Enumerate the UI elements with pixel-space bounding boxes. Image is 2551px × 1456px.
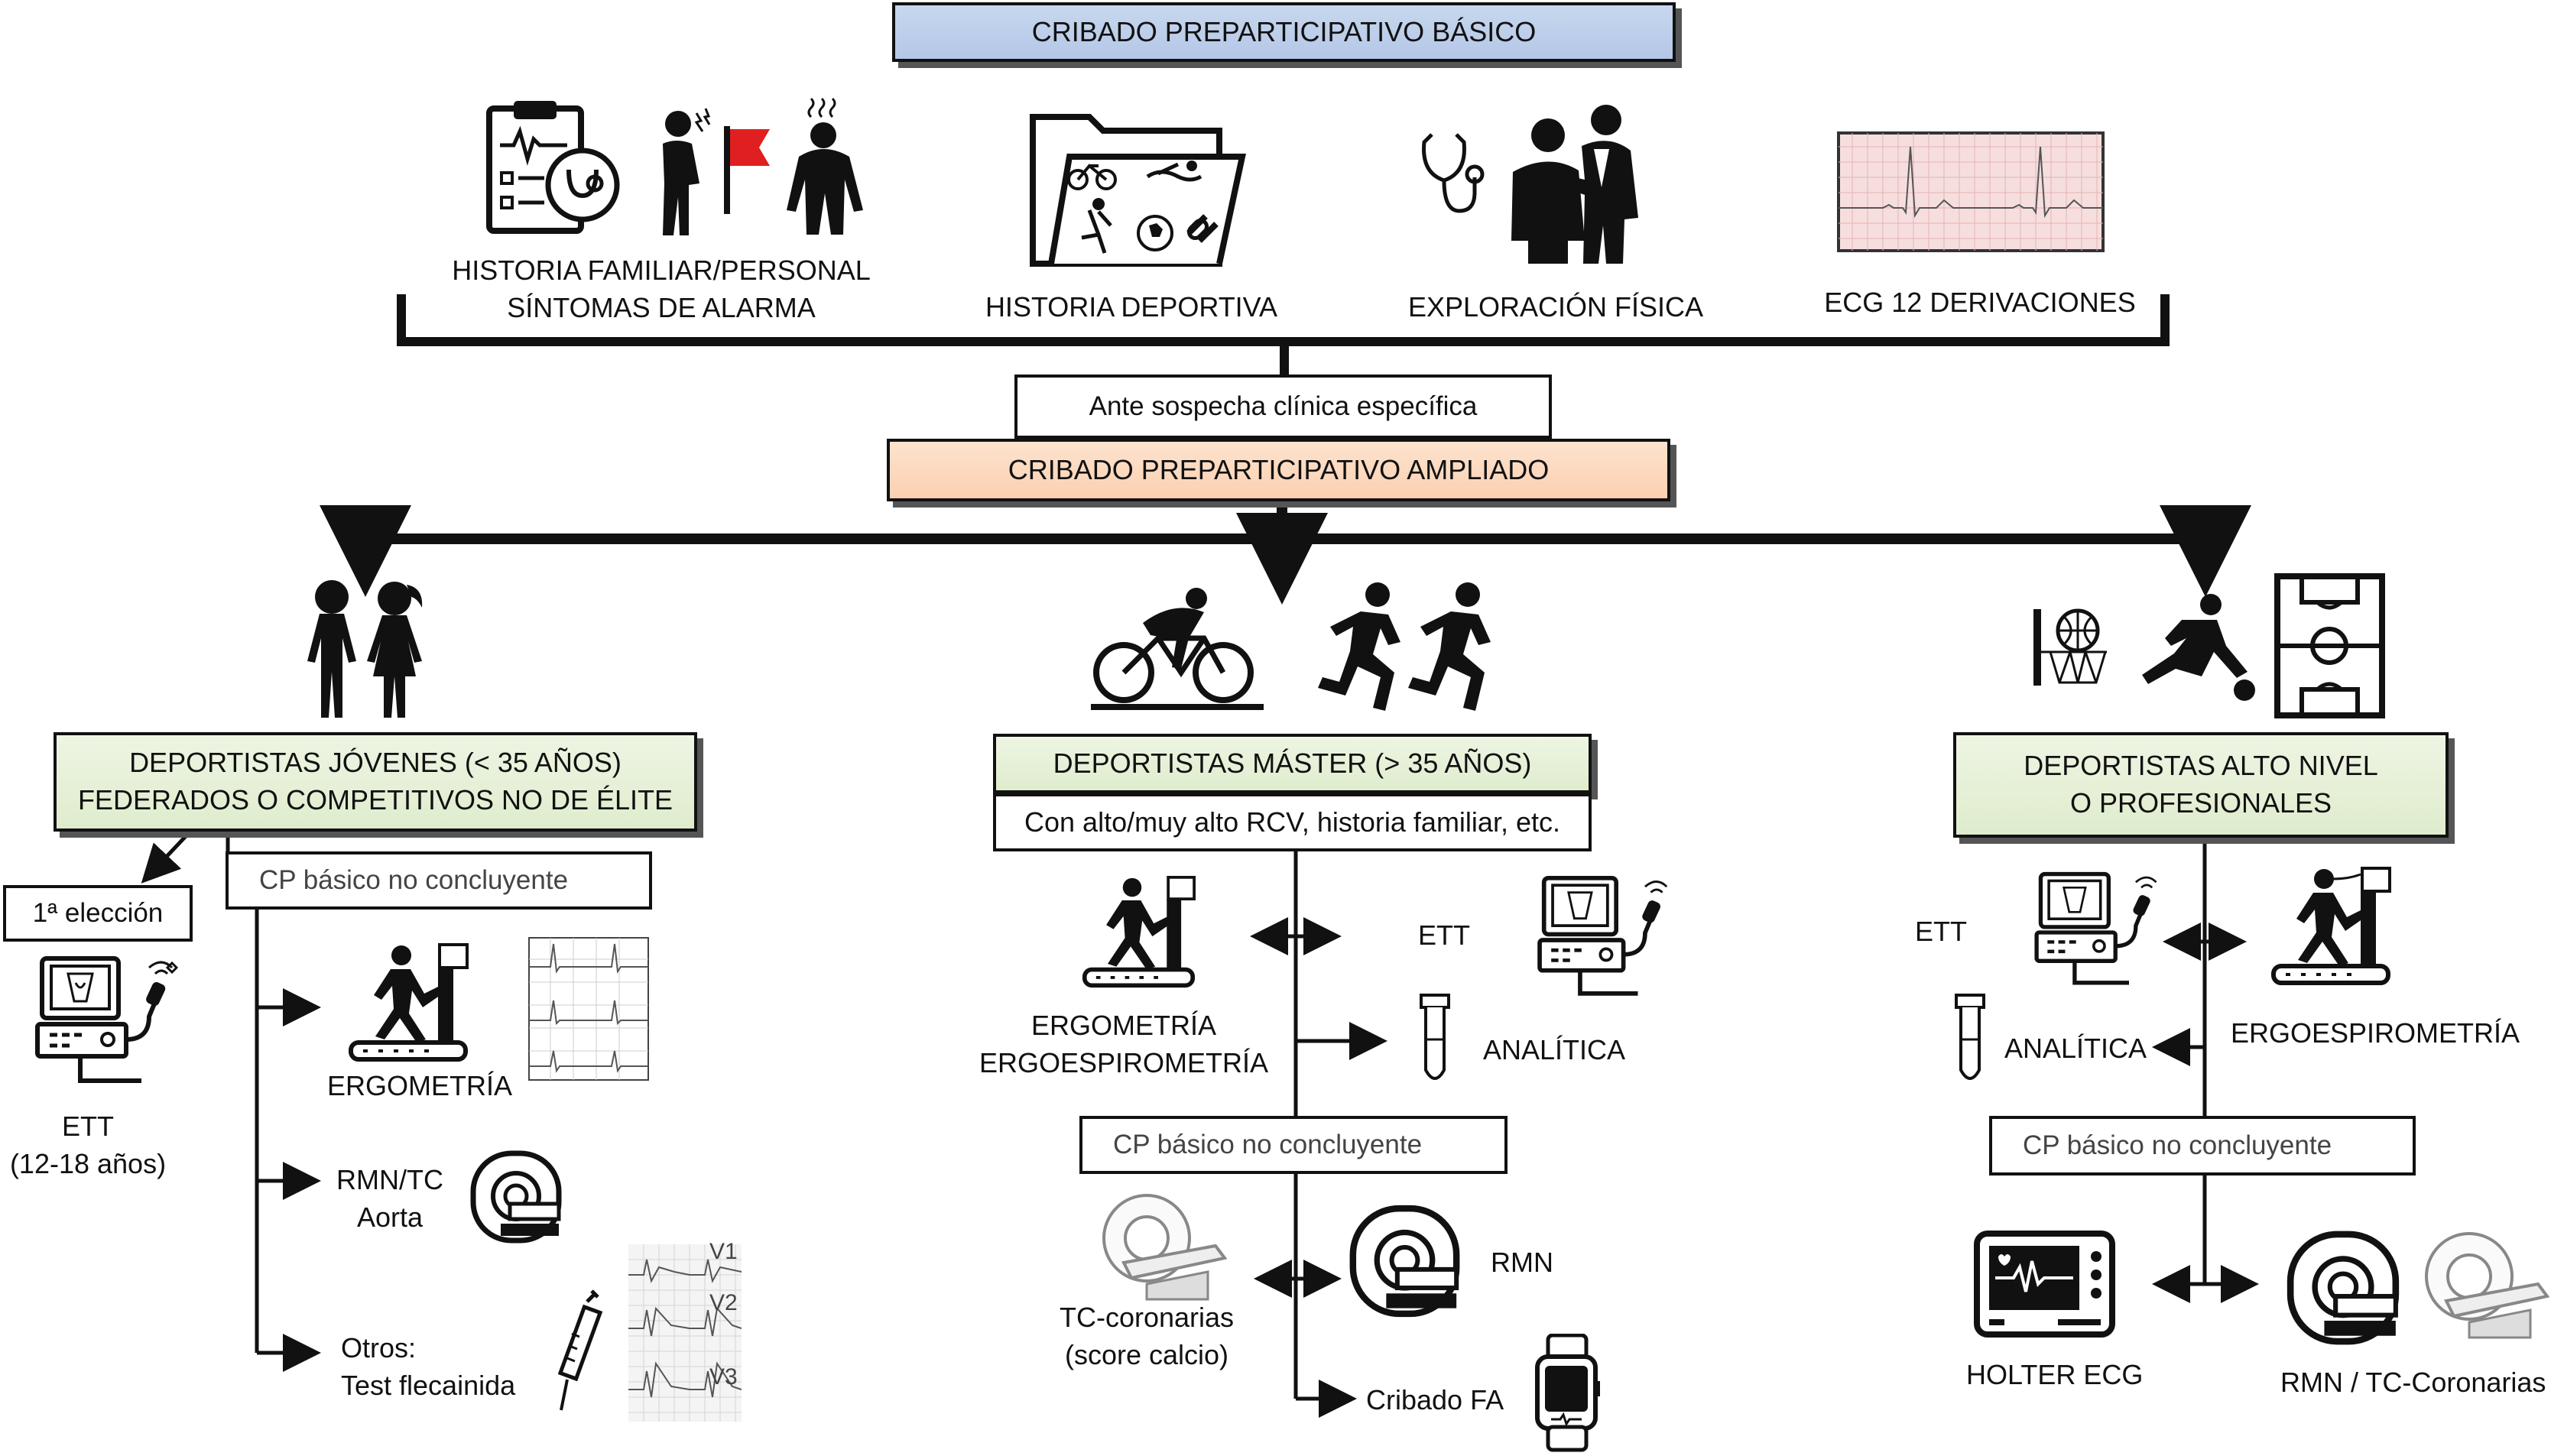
- extended-screening-title-text: CRIBADO PREPARTICIPATIVO AMPLIADO: [1008, 453, 1550, 485]
- pro-header-line2: O PROFESIONALES: [2069, 787, 2332, 819]
- treadmill-icon: [349, 943, 469, 1062]
- cyclist-icon: [1091, 588, 1264, 710]
- physical-exam-label: EXPLORACIÓN FÍSICA: [1407, 291, 1704, 323]
- stethoscope-icon: [1422, 133, 1485, 213]
- left-cp-text: CP básico no concluyente: [259, 865, 569, 896]
- tc-line1: TC-coronarias: [1059, 1302, 1235, 1333]
- smartwatch-icon: [1535, 1334, 1600, 1452]
- left-ergometria-label: ERGOMETRÍA: [327, 1070, 513, 1101]
- right-ett-label: ETT: [1915, 916, 1967, 947]
- right-cp-box: CP básico no concluyente: [1989, 1116, 2416, 1176]
- holter-label: HOLTER ECG: [1966, 1359, 2144, 1390]
- aorta-text: Aorta: [356, 1201, 424, 1233]
- treadmill-icon: [1082, 875, 1196, 988]
- soccer-field-icon: [2274, 573, 2385, 718]
- basketball-hoop-icon: [2033, 608, 2107, 686]
- right-analitica-label: ANALÍTICA: [2004, 1033, 2147, 1064]
- ct-scanner-icon: [1102, 1194, 1227, 1301]
- clipboard-icon: [486, 101, 620, 234]
- ecg-lead-v1: V1: [709, 1239, 738, 1264]
- extended-screening-title: CRIBADO PREPARTICIPATIVO AMPLIADO: [887, 439, 1670, 501]
- right-cp-text: CP básico no concluyente: [2023, 1130, 2332, 1161]
- young-header-line2: FEDERADOS O COMPETITIVOS NO DE ÉLITE: [77, 784, 673, 816]
- pro-athletes-header: DEPORTISTAS ALTO NIVEL O PROFESIONALES: [1953, 732, 2449, 838]
- ecg-strip-icon: [1837, 131, 2105, 252]
- left-ett-label: ETT (12-18 años): [0, 1108, 176, 1182]
- doctor-patient-icon: [1511, 105, 1638, 264]
- middle-analitica-label: ANALÍTICA: [1483, 1034, 1626, 1065]
- otros-label: Otros: Test flecainida: [341, 1330, 515, 1404]
- syringe-icon: [558, 1289, 603, 1411]
- young-athletes-icon: [307, 580, 423, 718]
- holter-monitor-icon: [1974, 1231, 2115, 1338]
- middle-ergoespirometria-text: ERGOESPIROMETRÍA: [979, 1046, 1269, 1078]
- middle-cp-box: CP básico no concluyente: [1079, 1116, 1508, 1174]
- history-line2: SÍNTOMAS DE ALARMA: [507, 291, 816, 323]
- ct-scanner-icon: [2425, 1232, 2549, 1339]
- red-flag-icon: [724, 126, 770, 214]
- first-choice-text: 1ª elección: [32, 898, 164, 929]
- right-ergoespirometria-label: ERGOESPIROMETRÍA: [2231, 1017, 2520, 1049]
- pro-header-line1: DEPORTISTAS ALTO NIVEL: [2024, 750, 2378, 782]
- ecg-lead-v3: V3: [709, 1364, 738, 1390]
- test-tube-icon: [1955, 994, 1985, 1080]
- flecainide-ecg-icon: [628, 1244, 742, 1422]
- master-subheader-text: Con alto/muy alto RCV, historia familiar…: [1024, 806, 1560, 838]
- sports-folder-icon: [1030, 114, 1246, 267]
- echocardiography-icon: [2034, 871, 2157, 985]
- history-label: HISTORIA FAMILIAR/PERSONAL SÍNTOMAS DE A…: [428, 252, 894, 326]
- ecg-lead-v2: V2: [709, 1290, 738, 1315]
- master-athletes-header: DEPORTISTAS MÁSTER (> 35 AÑOS): [993, 734, 1592, 793]
- basic-screening-title: CRIBADO PREPARTICIPATIVO BÁSICO: [892, 2, 1676, 62]
- middle-cp-text: CP básico no concluyente: [1113, 1130, 1423, 1160]
- basic-screening-title-text: CRIBADO PREPARTICIPATIVO BÁSICO: [1031, 15, 1537, 47]
- rmn-tc-text: RMN/TC: [336, 1164, 443, 1195]
- left-ett-age: (12-18 años): [9, 1147, 167, 1179]
- tc-line2: (score calcio): [1064, 1338, 1229, 1370]
- suspicion-box: Ante sospecha clínica específica: [1014, 375, 1552, 439]
- left-ett-text: ETT: [62, 1111, 114, 1142]
- right-rmn-tc-label: RMN / TC-Coronarias: [2280, 1367, 2546, 1398]
- fatigued-person-icon: [787, 97, 863, 235]
- echocardiography-icon: [1537, 875, 1668, 996]
- middle-ergo-label: ERGOMETRÍA ERGOESPIROMETRÍA: [963, 1007, 1284, 1081]
- mri-scanner-icon: [2286, 1231, 2400, 1345]
- tc-coronarias-label: TC-coronarias (score calcio): [1040, 1299, 1254, 1373]
- ecg-12-label: ECG 12 DERIVACIONES: [1824, 287, 2136, 318]
- young-athletes-header: DEPORTISTAS JÓVENES (< 35 AÑOS) FEDERADO…: [54, 732, 697, 832]
- master-header-text: DEPORTISTAS MÁSTER (> 35 AÑOS): [1053, 747, 1532, 779]
- young-header-line1: DEPORTISTAS JÓVENES (< 35 AÑOS): [129, 747, 622, 779]
- first-choice-box: 1ª elección: [3, 885, 193, 942]
- chest-pain-person-icon: [663, 108, 711, 235]
- soccer-player-icon: [2142, 594, 2255, 701]
- runners-icon: [1318, 582, 1491, 711]
- ecg-strip-icon: [528, 937, 649, 1081]
- history-line1: HISTORIA FAMILIAR/PERSONAL: [452, 255, 871, 286]
- rmn-tc-aorta-label: RMN/TC Aorta: [321, 1162, 459, 1236]
- mri-scanner-icon: [1349, 1205, 1460, 1318]
- spiroergometry-treadmill-icon: [2271, 867, 2391, 985]
- otros-text: Otros:: [341, 1332, 417, 1364]
- middle-ett-label: ETT: [1418, 919, 1470, 951]
- sports-history-label: HISTORIA DEPORTIVA: [985, 291, 1278, 323]
- middle-rmn-label: RMN: [1491, 1247, 1553, 1278]
- master-subheader: Con alto/muy alto RCV, historia familiar…: [993, 793, 1592, 851]
- cribado-fa-label: Cribado FA: [1366, 1384, 1504, 1415]
- suspicion-text: Ante sospecha clínica específica: [1089, 391, 1478, 422]
- test-tube-icon: [1420, 994, 1450, 1080]
- flecainida-text: Test flecainida: [341, 1369, 516, 1401]
- middle-ergometria-text: ERGOMETRÍA: [1030, 1010, 1216, 1041]
- left-cp-box: CP básico no concluyente: [226, 851, 652, 910]
- mri-scanner-icon: [470, 1150, 562, 1244]
- echocardiography-icon: [35, 956, 179, 1083]
